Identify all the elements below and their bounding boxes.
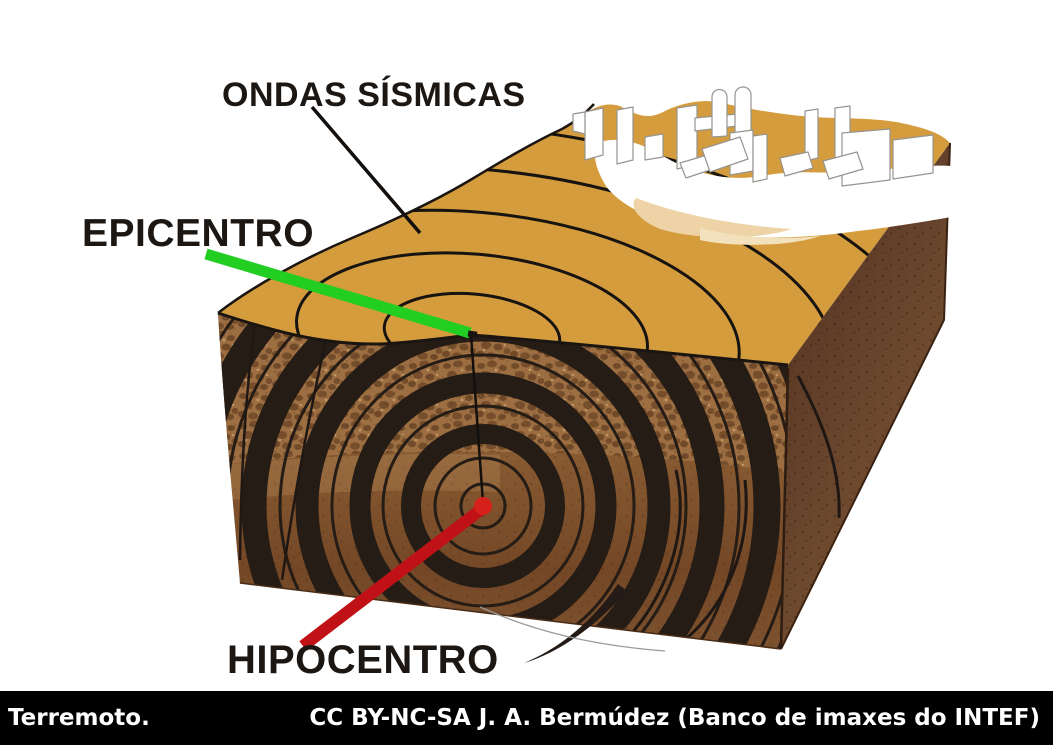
city	[572, 86, 1012, 245]
ground-shadow-line	[479, 606, 666, 652]
wave-arcs-front-face	[238, 315, 748, 649]
hypocenter-shock-rings	[218, 313, 788, 649]
epicenter-to-hypocenter-line	[469, 334, 485, 504]
hypocenter-pointer-line	[299, 503, 487, 651]
label-hipocentro: HIPOCENTRO	[227, 638, 499, 682]
surface-front-edge	[217, 311, 789, 367]
wave-arc-right-face	[796, 375, 841, 519]
caption-title: Terremoto.	[8, 705, 150, 731]
label-epicentro: EPICENTRO	[82, 212, 315, 255]
hypocenter-marker	[474, 497, 492, 515]
ring-tail-swoosh	[524, 584, 627, 663]
caption-credit: CC BY-NC-SA J. A. Bermúdez (Banco de ima…	[309, 705, 1040, 731]
epicenter-marker	[467, 330, 478, 338]
epicenter-pointer-line	[204, 248, 472, 339]
caption-bar: Terremoto. CC BY-NC-SA J. A. Bermúdez (B…	[0, 691, 1053, 745]
label-ondas-sismicas: ONDAS SÍSMICAS	[222, 76, 526, 114]
waves-pointer-line	[310, 105, 422, 235]
